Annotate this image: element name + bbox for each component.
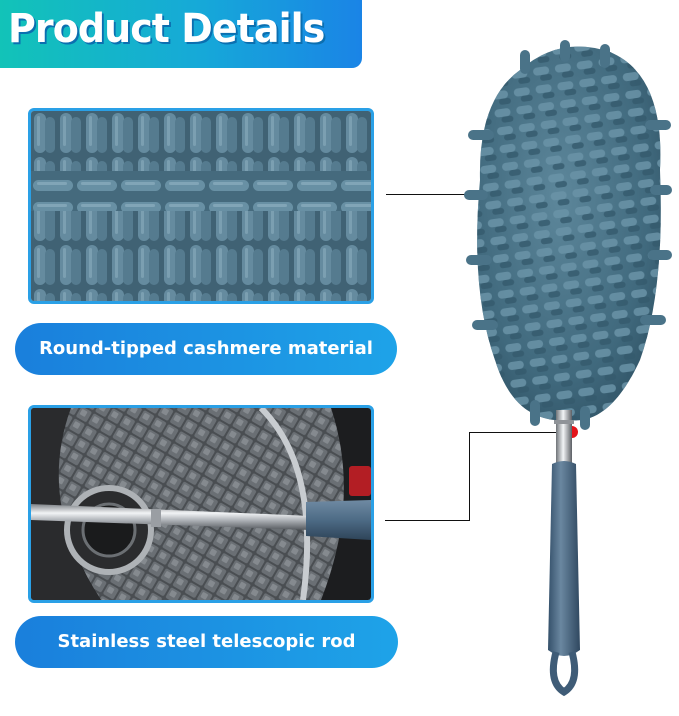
rod-caption: Stainless steel telescopic rod: [15, 616, 398, 668]
hanging-loop: [549, 651, 579, 697]
telescopic-rod: [556, 410, 572, 466]
material-closeup-image: [28, 108, 374, 304]
material-leader-line: [386, 194, 514, 195]
rod-leader-line-v: [469, 432, 470, 521]
rod-leader-line-h2: [469, 432, 569, 433]
duster-product-image: [464, 40, 672, 697]
chenille-head: [464, 40, 672, 430]
rod-closeup-illustration: [31, 408, 371, 600]
title-banner: Product Details: [0, 0, 362, 68]
material-caption: Round-tipped cashmere material: [15, 323, 397, 375]
rod-leader-line-h1: [385, 520, 469, 521]
chenille-closeup-illustration: [31, 111, 371, 301]
page-title: Product Details: [8, 6, 325, 52]
handle-grip: [548, 461, 580, 656]
rod-closeup-image: [28, 405, 374, 603]
